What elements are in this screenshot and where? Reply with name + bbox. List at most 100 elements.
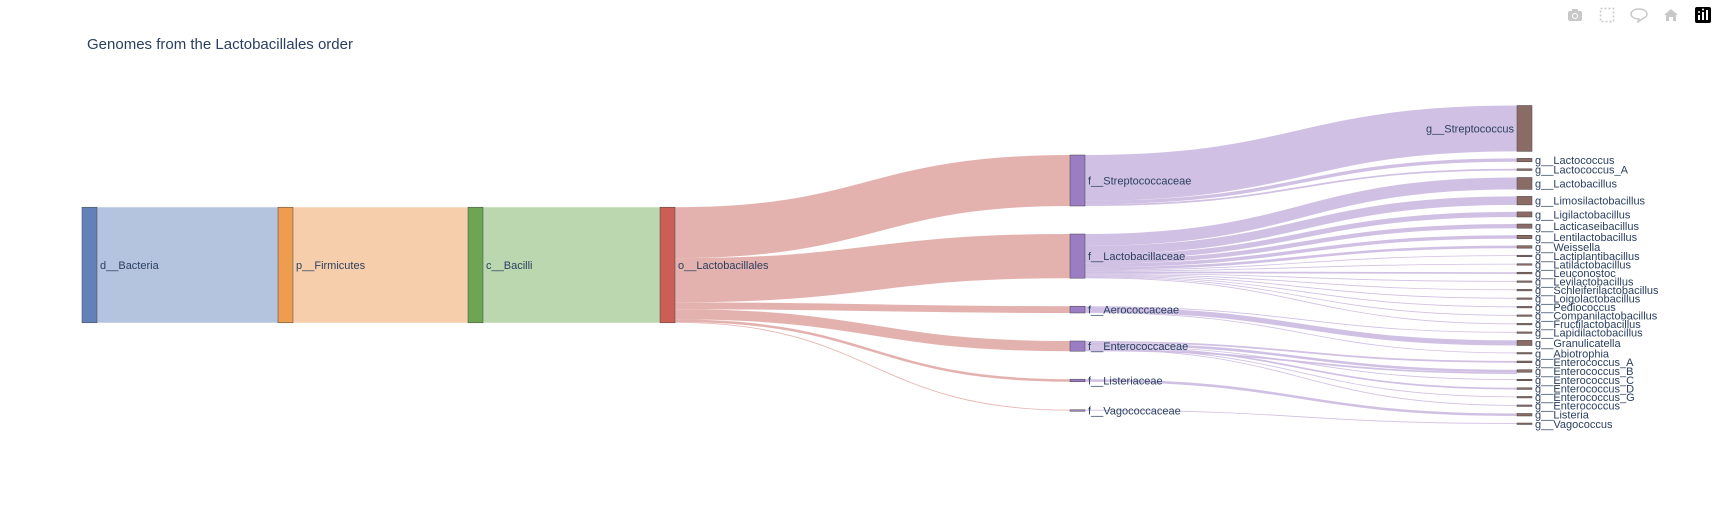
- sankey-node-label: g__Enterococcus_C: [1535, 375, 1634, 387]
- sankey-node-listeriaceae[interactable]: [1069, 378, 1086, 383]
- sankey-node-label: g__Lactococcus_A: [1535, 165, 1629, 177]
- sankey-link[interactable]: [1084, 275, 1518, 308]
- sankey-node-label: g__Abiotrophia: [1535, 348, 1610, 360]
- sankey-node-firmicutes[interactable]: [277, 206, 294, 324]
- sankey-node-leuconostoc[interactable]: [1516, 271, 1533, 275]
- sankey-node-label: d__Bacteria: [100, 260, 160, 272]
- sankey-node-enterococcaceae[interactable]: [1069, 340, 1086, 352]
- sankey-link[interactable]: [674, 309, 1071, 352]
- sankey-node-companilactobacillus[interactable]: [1516, 314, 1533, 317]
- sankey-node-lactobacillus[interactable]: [1516, 177, 1533, 190]
- sankey-node-label: g__Lapidilactobacillus: [1535, 328, 1643, 340]
- sankey-link[interactable]: [1084, 276, 1518, 316]
- sankey-node-listeria[interactable]: [1516, 413, 1533, 417]
- sankey-link[interactable]: [674, 321, 1071, 411]
- sankey-link[interactable]: [1084, 274, 1518, 299]
- sankey-node-enterococcus_g[interactable]: [1516, 396, 1533, 399]
- sankey-link[interactable]: [1084, 271, 1518, 274]
- sankey-link[interactable]: [1084, 379, 1518, 416]
- sankey-link[interactable]: [1084, 177, 1518, 246]
- sankey-link[interactable]: [1084, 211, 1518, 260]
- sankey-node-latilactobacillus[interactable]: [1516, 263, 1533, 266]
- sankey-link[interactable]: [674, 234, 1071, 303]
- sankey-link[interactable]: [1084, 273, 1518, 282]
- sankey-node-label: f__Enterococcaceae: [1088, 341, 1188, 353]
- sankey-link[interactable]: [1084, 409, 1518, 424]
- sankey-node-enterococcus_d[interactable]: [1516, 387, 1533, 390]
- sankey-node-lactococcus[interactable]: [1516, 158, 1533, 163]
- sankey-node-ligilactobacillus[interactable]: [1516, 211, 1533, 218]
- sankey-node-limosilactobacillus[interactable]: [1516, 196, 1533, 206]
- sankey-node-enterococcus_c[interactable]: [1516, 379, 1533, 381]
- sankey-node-enterococcus_b[interactable]: [1516, 369, 1533, 373]
- sankey-link[interactable]: [1084, 273, 1518, 291]
- sankey-node-label: o__Lactobacillales: [678, 260, 769, 272]
- sankey-node-lactobacillaceae[interactable]: [1069, 233, 1086, 279]
- sankey-link[interactable]: [1084, 349, 1518, 374]
- sankey-node-streptococcaceae[interactable]: [1069, 154, 1086, 207]
- sankey-node-schleiferilactobacillus[interactable]: [1516, 289, 1533, 292]
- chart-title: Genomes from the Lactobacillales order: [87, 36, 353, 53]
- sankey-link[interactable]: [1084, 342, 1518, 373]
- sankey-node-enterococcus[interactable]: [1516, 404, 1533, 407]
- sankey-node-levilactobacillus[interactable]: [1516, 280, 1533, 283]
- sankey-node-lactobacillales[interactable]: [659, 206, 676, 324]
- plotly-logo-icon[interactable]: [1690, 4, 1716, 26]
- sankey-link[interactable]: [1084, 224, 1518, 264]
- sankey-node-granulicatella[interactable]: [1516, 340, 1533, 346]
- sankey-link[interactable]: [1084, 341, 1518, 363]
- sankey-link[interactable]: [1084, 168, 1518, 206]
- sankey-node-label: g__Lentilactobacillus: [1535, 232, 1638, 244]
- sankey-link[interactable]: [1084, 307, 1518, 346]
- sankey-node-vagococcus[interactable]: [1516, 422, 1533, 425]
- sankey-node-label: f__Vagococcaceae: [1088, 406, 1181, 418]
- sankey-node-enterococcus_a[interactable]: [1516, 360, 1533, 363]
- box-select-icon[interactable]: [1594, 4, 1620, 26]
- sankey-node-label: g__Enterococcus_G: [1535, 392, 1635, 404]
- modebar: [1562, 4, 1716, 26]
- sankey-node-vagococcaceae[interactable]: [1069, 409, 1086, 412]
- sankey-link[interactable]: [1084, 255, 1518, 271]
- sankey-node-abiotrophia[interactable]: [1516, 352, 1533, 355]
- hover-compare-icon[interactable]: [1626, 4, 1652, 26]
- sankey-link[interactable]: [674, 302, 1071, 313]
- sankey-node-weissella[interactable]: [1516, 245, 1533, 249]
- sankey-link[interactable]: [1084, 312, 1518, 354]
- sankey-node-label: g__Fructilactobacillus: [1535, 319, 1641, 331]
- sankey-node-label: g__Lactococcus: [1535, 155, 1615, 167]
- sankey-link[interactable]: [1084, 263, 1518, 272]
- sankey-link[interactable]: [1084, 235, 1518, 268]
- sankey-node-lapidilactobacillus[interactable]: [1516, 331, 1533, 334]
- sankey-node-lactococcus_a[interactable]: [1516, 168, 1533, 171]
- home-icon[interactable]: [1658, 4, 1684, 26]
- sankey-node-pediococcus[interactable]: [1516, 306, 1533, 309]
- sankey-link[interactable]: [1084, 105, 1518, 201]
- sankey-node-label: g__Levilactobacillus: [1535, 277, 1634, 289]
- sankey-node-label: f__Listeriaceae: [1088, 375, 1163, 387]
- sankey-link[interactable]: [1084, 245, 1518, 270]
- sankey-node-aerococcaceae[interactable]: [1069, 305, 1086, 314]
- sankey-node-label: g__Enterococcus_B: [1535, 366, 1633, 378]
- sankey-link[interactable]: [674, 319, 1071, 382]
- camera-icon[interactable]: [1562, 4, 1588, 26]
- sankey-node-bacilli[interactable]: [467, 206, 484, 324]
- sankey-link[interactable]: [1084, 277, 1518, 325]
- sankey-node-label: g__Lactiplantibacillus: [1535, 251, 1640, 263]
- sankey-node-lactiplantibacillus[interactable]: [1516, 254, 1533, 257]
- sankey-node-fructilactobacillus[interactable]: [1516, 323, 1533, 326]
- sankey-link[interactable]: [1084, 346, 1518, 390]
- sankey-node-streptococcus[interactable]: [1516, 105, 1533, 152]
- sankey-link[interactable]: [1084, 306, 1518, 333]
- sankey-node-label: g__Companilactobacillus: [1535, 311, 1658, 323]
- sankey-node-loigolactobacillus[interactable]: [1516, 297, 1533, 300]
- sankey-node-label: g__Leuconostoc: [1535, 268, 1616, 280]
- sankey-node-lentilactobacillus[interactable]: [1516, 235, 1533, 239]
- sankey-node-label: g__Vagococcus: [1535, 419, 1613, 431]
- sankey-link[interactable]: [674, 155, 1071, 259]
- sankey-node-bacteria[interactable]: [81, 206, 98, 324]
- sankey-link[interactable]: [1084, 196, 1518, 255]
- sankey-link[interactable]: [1084, 345, 1518, 381]
- sankey-link[interactable]: [1084, 158, 1518, 205]
- sankey-node-lacticaseibacillus[interactable]: [1516, 223, 1533, 229]
